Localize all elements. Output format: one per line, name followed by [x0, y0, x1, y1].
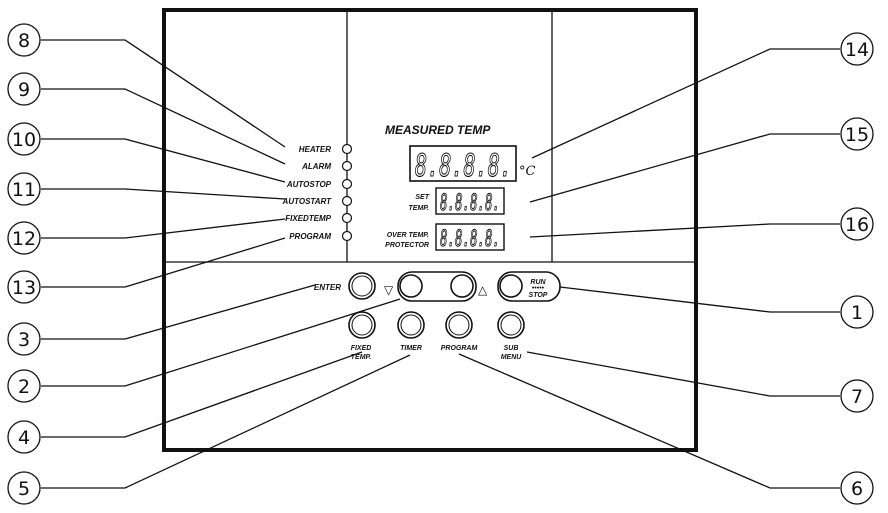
heater-led-icon	[341, 143, 353, 155]
over-temp-label-line1: OVER TEMP.	[387, 232, 429, 239]
fixed-temp-label-line1: FIXED	[351, 345, 372, 352]
timer-button[interactable]	[397, 311, 425, 339]
svg-text:10: 10	[12, 129, 36, 151]
fixed-temp-button[interactable]	[348, 311, 376, 339]
svg-text:13: 13	[12, 277, 36, 299]
leader-line-1	[559, 286, 840, 313]
panel-frame	[162, 8, 698, 452]
fixedtemp-led-icon	[341, 212, 353, 224]
svg-text:3: 3	[18, 329, 30, 351]
svg-text:12: 12	[12, 228, 36, 250]
callout-12: 12	[7, 221, 41, 255]
svg-text:2: 2	[18, 376, 30, 398]
callout-4: 4	[7, 420, 41, 454]
svg-text:7: 7	[851, 386, 863, 408]
svg-text:9: 9	[18, 79, 30, 101]
leader-line-5	[41, 354, 411, 489]
leader-line-13	[41, 237, 286, 288]
alarm-led-icon	[341, 160, 353, 172]
indicator-autostop-label: AUTOSTOP	[286, 180, 332, 189]
measured-temp-display	[409, 145, 517, 182]
leader-line-7	[526, 351, 840, 397]
run-stop-button[interactable]	[497, 271, 561, 302]
over-temp-digits: 8.8.8.8.	[440, 227, 500, 252]
callout-11: 11	[7, 172, 41, 206]
fixed-temp-label-line2: TEMP.	[351, 354, 372, 361]
callout-3: 3	[7, 322, 41, 356]
callout-1: 1	[840, 295, 874, 329]
leader-line-10	[41, 138, 286, 183]
program-led-icon	[341, 230, 353, 242]
leader-line-3	[41, 284, 316, 340]
autostop-led-icon	[341, 178, 353, 190]
leader-line-15	[529, 133, 840, 203]
leader-line-12	[41, 218, 286, 239]
over-temp-label-line2: PROTECTOR	[385, 242, 429, 249]
program-button[interactable]	[445, 311, 473, 339]
enter-label: ENTER	[314, 283, 341, 292]
run-stop-dots-icon: •••••	[532, 285, 545, 292]
leader-line-4	[41, 351, 363, 438]
celsius-unit: °C	[519, 164, 536, 179]
leader-line-9	[41, 88, 286, 165]
leader-line-16	[529, 223, 840, 238]
svg-text:14: 14	[845, 39, 869, 61]
leader-line-2	[41, 298, 401, 387]
sub-menu-label-line2: MENU	[501, 354, 523, 361]
svg-text:4: 4	[18, 427, 30, 449]
up-button[interactable]	[450, 274, 474, 298]
callout-6: 6	[840, 471, 874, 505]
set-temp-label-line1: SET	[415, 194, 429, 201]
leader-line-14	[531, 48, 840, 159]
indicator-fixedtemp-label: FIXEDTEMP	[285, 214, 331, 223]
leader-line-6	[458, 353, 840, 489]
indicator-program-label: PROGRAM	[289, 232, 331, 241]
down-button[interactable]	[399, 274, 423, 298]
callout-10: 10	[7, 122, 41, 156]
indicator-autostart-label: AUTOSTART	[282, 197, 333, 206]
callout-9: 9	[7, 72, 41, 106]
callout-7: 7	[840, 379, 874, 413]
leader-line-8	[41, 39, 286, 148]
svg-text:8: 8	[18, 30, 30, 52]
svg-text:5: 5	[18, 478, 30, 500]
timer-label: TIMER	[400, 345, 422, 352]
callout-8: 8	[7, 23, 41, 57]
set-temp-digits: 8.8.8.8.	[440, 191, 500, 216]
autostart-led-icon	[341, 195, 353, 207]
sub-menu-label-line1: SUB	[504, 345, 519, 352]
svg-text:1: 1	[851, 302, 863, 324]
measured-temp-digits: 8.8.8.8.	[415, 148, 512, 184]
set-temp-label-line2: TEMP.	[409, 205, 430, 212]
callout-13: 13	[7, 270, 41, 304]
enter-button[interactable]	[348, 272, 376, 300]
callout-2: 2	[7, 369, 41, 403]
over-temp-display	[435, 223, 505, 251]
measured-temp-title: MEASURED TEMP	[385, 123, 491, 137]
stop-label: STOP	[529, 292, 548, 299]
callout-5: 5	[7, 471, 41, 505]
callout-15: 15	[840, 117, 874, 151]
callout-16: 16	[840, 207, 874, 241]
svg-text:6: 6	[851, 478, 863, 500]
program-label: PROGRAM	[441, 345, 478, 352]
indicator-alarm-label: ALARM	[301, 162, 331, 171]
indicator-heater-label: HEATER	[299, 145, 332, 154]
leader-line-11	[41, 188, 286, 200]
set-temp-display	[435, 187, 505, 215]
svg-text:15: 15	[845, 124, 869, 146]
svg-text:11: 11	[12, 179, 36, 201]
svg-text:16: 16	[845, 214, 869, 236]
down-arrow-icon: ▽	[384, 283, 394, 297]
up-arrow-icon: △	[478, 283, 488, 297]
callout-14: 14	[840, 32, 874, 66]
sub-menu-button[interactable]	[497, 311, 525, 339]
run-label: RUN	[530, 279, 546, 286]
